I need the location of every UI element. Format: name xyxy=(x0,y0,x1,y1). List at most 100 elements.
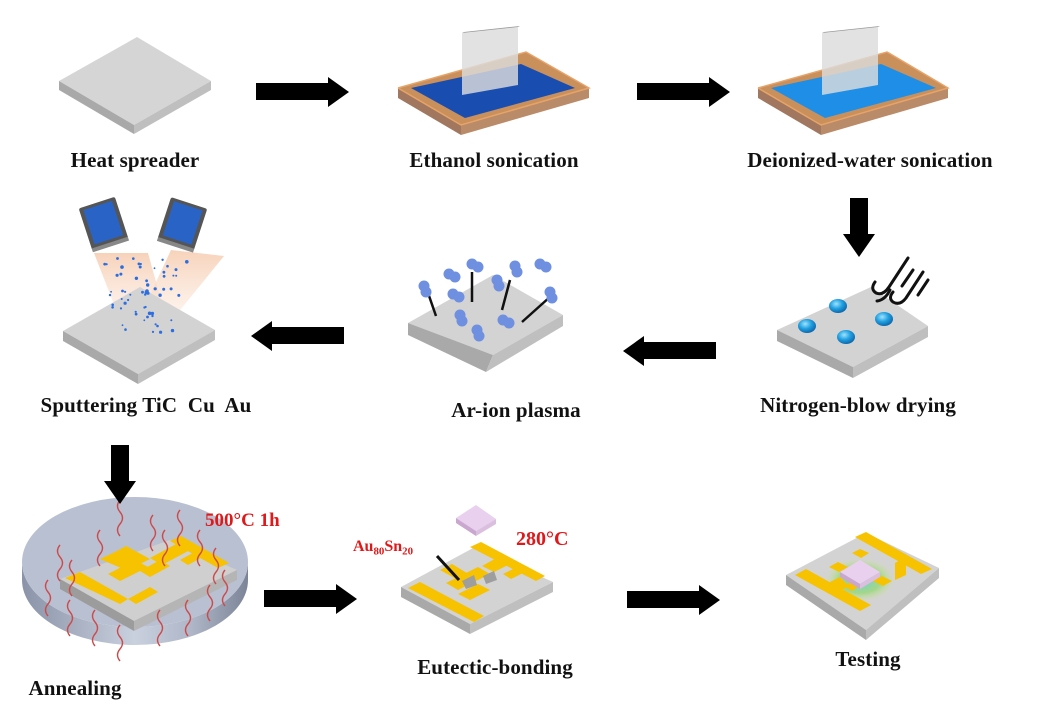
heat-wave xyxy=(44,579,52,617)
gold-electrode xyxy=(895,557,906,580)
heat-wave xyxy=(221,569,229,607)
heat-wave xyxy=(116,624,124,662)
sputter-particle xyxy=(170,319,173,322)
sputter-particle xyxy=(121,289,124,293)
heat-wave xyxy=(91,609,99,647)
gold-electrode xyxy=(108,560,148,581)
sputter-particle xyxy=(121,324,124,327)
sputter-particle xyxy=(154,323,157,326)
label-testing: Testing xyxy=(835,647,901,671)
sputter-particle xyxy=(139,262,142,266)
gold-electrode xyxy=(852,549,869,558)
gold-electrode xyxy=(795,569,871,611)
arrow-right-4 xyxy=(627,585,720,615)
argon-ion xyxy=(540,261,552,273)
arrow-left-1 xyxy=(623,336,716,366)
arrow-right-2 xyxy=(637,77,730,107)
label-heat-spreader: Heat spreader xyxy=(70,148,200,172)
heat-wave xyxy=(116,499,124,537)
argon-ion xyxy=(472,261,484,273)
label-di-water-sonication: Deionized-water sonication xyxy=(747,148,993,172)
gold-electrode xyxy=(458,584,490,600)
sputter-particle xyxy=(116,257,119,260)
gold-electrode xyxy=(65,572,128,604)
sputter-particle xyxy=(144,290,148,295)
sputter-particle xyxy=(123,301,127,305)
gold-electrode xyxy=(150,543,190,565)
ethanol-bath-illustration xyxy=(397,26,591,135)
sputter-particle xyxy=(119,307,123,310)
sputter-particle xyxy=(111,306,114,309)
argon-ion xyxy=(473,330,485,342)
gold-electrode xyxy=(873,576,892,586)
sputter-particle xyxy=(174,268,178,272)
arrow-down-2 xyxy=(104,445,136,504)
sputter-particle xyxy=(119,272,123,276)
heat-wave xyxy=(156,609,164,647)
label-nitrogen-blow-drying: Nitrogen-blow drying xyxy=(760,393,956,417)
argon-ion xyxy=(493,280,505,292)
sputter-particle xyxy=(177,293,181,297)
gold-electrode xyxy=(128,587,158,604)
heat-wave xyxy=(184,599,192,637)
gold-electrode xyxy=(503,565,529,579)
sputter-particle xyxy=(145,279,149,283)
sputter-particle xyxy=(153,267,156,270)
label-eutectic-bonding: Eutectic-bonding xyxy=(417,655,573,679)
sputter-particle xyxy=(120,265,124,269)
nitrogen-drying-illustration xyxy=(777,256,930,378)
annealing-illustration xyxy=(22,497,248,662)
arrow-right-3 xyxy=(264,584,357,614)
sputter-particle xyxy=(137,262,141,266)
arrow-left-2 xyxy=(251,321,344,351)
label-ethanol-sonication: Ethanol sonication xyxy=(409,148,579,172)
heat-wave xyxy=(206,584,214,622)
arrow-right-1 xyxy=(256,77,349,107)
sputter-particle xyxy=(141,290,144,294)
sputter-particle xyxy=(158,293,162,297)
sputter-particle xyxy=(143,319,146,322)
sputter-particle xyxy=(110,290,112,293)
argon-ion xyxy=(503,317,515,329)
gold-electrode xyxy=(115,546,150,564)
sputter-particle xyxy=(115,273,119,277)
label-ar-ion-plasma: Ar-ion plasma xyxy=(451,398,581,422)
argon-ion xyxy=(546,292,558,304)
heat-spreader-illustration xyxy=(59,37,211,134)
sputter-particle xyxy=(103,262,107,266)
label-sputtering: Sputtering TiC Cu Au xyxy=(40,393,252,417)
heat-wave xyxy=(176,509,184,547)
heat-wave xyxy=(66,599,74,637)
sputter-particle xyxy=(159,330,163,334)
gold-electrode xyxy=(408,582,484,622)
sputter-particle xyxy=(147,311,152,316)
argon-ion xyxy=(456,315,468,327)
heat-wave xyxy=(68,559,76,597)
sputter-particle xyxy=(162,274,166,278)
argon-ion xyxy=(420,286,432,298)
ar-ion-plasma-illustration xyxy=(408,258,563,372)
bonding-temperature: 280°C xyxy=(516,528,569,550)
sputter-particle xyxy=(169,287,173,291)
sputter-particle xyxy=(143,306,146,309)
sputter-particle xyxy=(127,298,130,302)
arrow-down-1 xyxy=(843,198,875,257)
sputter-particle xyxy=(166,264,169,268)
gold-electrode xyxy=(855,532,932,574)
sputter-particle xyxy=(150,311,155,316)
sputter-particle xyxy=(185,260,189,264)
gold-electrode xyxy=(830,577,850,590)
sputter-particle xyxy=(134,310,137,313)
sputter-particle xyxy=(124,328,127,331)
eutectic-bonding-illustration xyxy=(401,505,553,634)
argon-ion xyxy=(453,291,465,303)
gold-electrode xyxy=(140,560,170,577)
sputter-particle xyxy=(105,263,108,266)
argon-ion xyxy=(449,271,461,283)
solder-label: Au80Sn20 xyxy=(353,538,413,558)
gold-electrode xyxy=(482,556,512,572)
heat-wave xyxy=(161,529,169,567)
sputter-particle xyxy=(151,314,154,318)
